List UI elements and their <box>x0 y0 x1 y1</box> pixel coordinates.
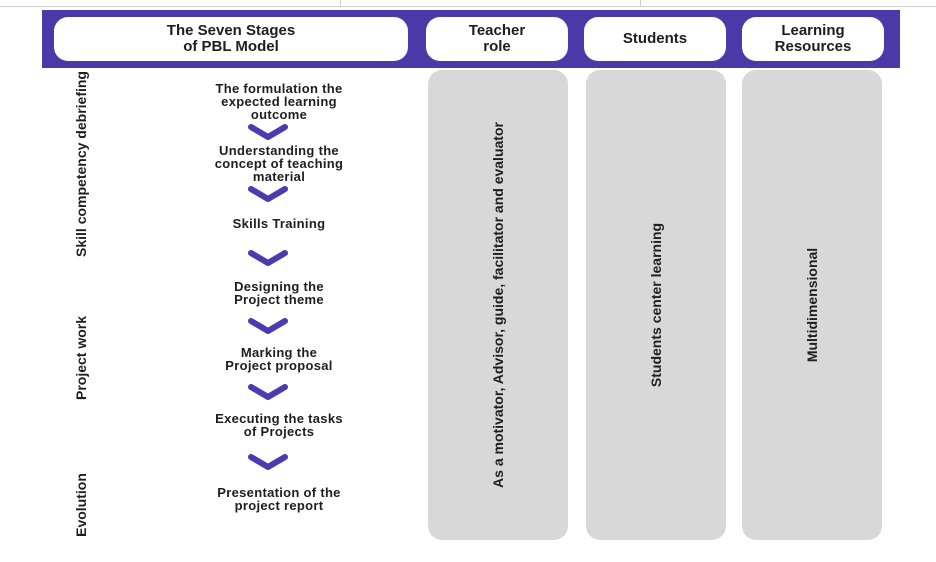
students-title: Students <box>584 17 726 61</box>
top-rule-tick <box>340 0 341 6</box>
teacher-role-column: As a motivator, Advisor, guide, facilita… <box>428 70 568 540</box>
chevron-down-icon <box>248 318 288 334</box>
chevron-down-icon <box>248 250 288 266</box>
learning-resources-text: Multidimensional <box>804 247 820 363</box>
teacher-role-title: Teacher role <box>426 17 568 61</box>
phase-label-skill: Skill competency debriefing <box>50 71 112 257</box>
model-title: The Seven Stages of PBL Model <box>54 17 408 61</box>
learning-resources-column: Multidimensional <box>742 70 882 540</box>
phase-label-skill-text: Skill competency debriefing <box>73 71 89 257</box>
chevron-down-icon <box>248 454 288 470</box>
top-rule <box>0 0 936 7</box>
phase-label-project-text: Project work <box>73 315 89 401</box>
stage-4: Designing the Project theme <box>140 270 418 316</box>
students-text: Students center learning <box>648 222 664 388</box>
learning-resources-title: Learning Resources <box>742 17 884 61</box>
chevron-down-icon <box>248 124 288 140</box>
students-column: Students center learning <box>586 70 726 540</box>
stage-2: Understanding the concept of teaching ma… <box>140 140 418 186</box>
teacher-role-text: As a motivator, Advisor, guide, facilita… <box>490 122 506 488</box>
stage-6: Executing the tasks of Projects <box>140 402 418 448</box>
phase-label-evolution-text: Evolution <box>73 473 89 537</box>
stage-1: The formulation the expected learning ou… <box>140 78 418 124</box>
chevron-down-icon <box>248 384 288 400</box>
phase-label-evolution: Evolution <box>50 468 112 542</box>
top-rule-tick <box>640 0 641 6</box>
chevron-down-icon <box>248 186 288 202</box>
stage-5: Marking the Project proposal <box>140 336 418 382</box>
phase-label-project: Project work <box>50 266 112 450</box>
stage-3: Skills Training <box>140 200 418 246</box>
stage-7: Presentation of the project report <box>140 476 418 522</box>
